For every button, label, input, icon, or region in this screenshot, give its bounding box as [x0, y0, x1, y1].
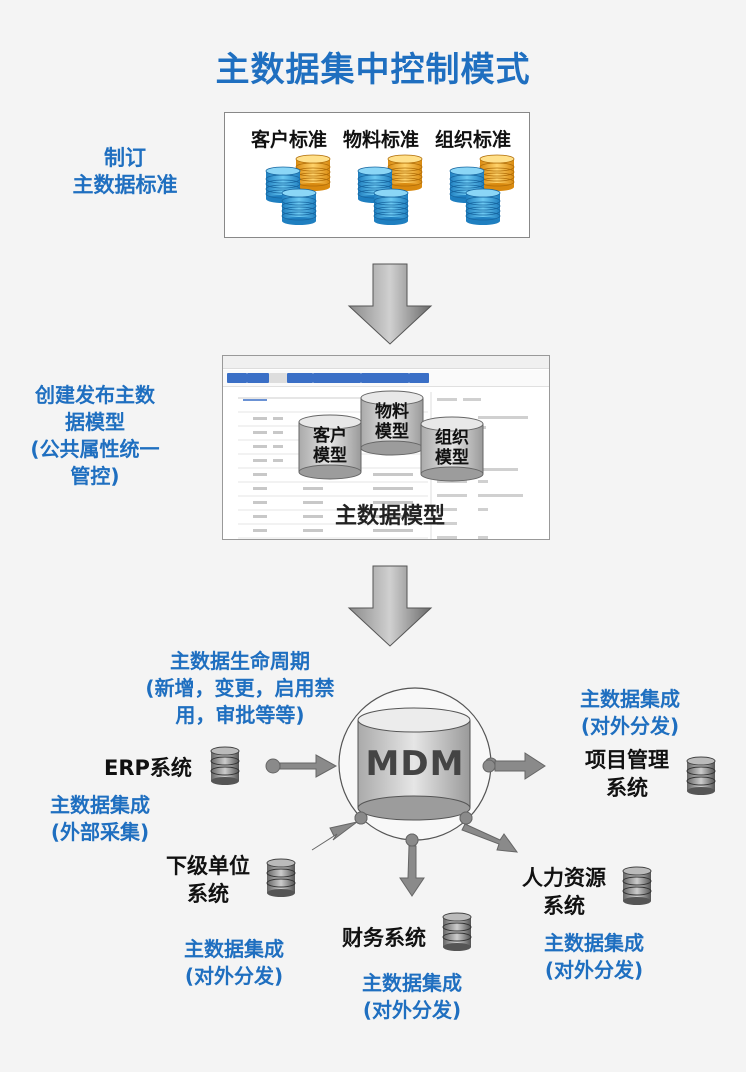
org-standard-label: 组织标准	[434, 129, 511, 151]
project-system-line1: 项目管理	[585, 748, 669, 772]
hr-system-label: 人力资源 系统	[508, 864, 620, 920]
down-arrow-icon	[347, 263, 433, 345]
customer-model-label: 客户 模型	[313, 426, 347, 466]
hr-integration-line2: (对外分发)	[544, 958, 644, 982]
finance-integration-label: 主数据集成 (对外分发)	[342, 970, 482, 1024]
material-model-label: 物料 模型	[375, 402, 409, 442]
material-standard-label: 物料标准	[342, 129, 419, 151]
subunit-integration-line1: 主数据集成	[184, 937, 284, 961]
screenshot-button	[269, 373, 287, 383]
erp-database-icon	[210, 746, 240, 786]
hr-database-icon	[622, 866, 652, 906]
hr-system-line2: 系统	[543, 894, 585, 918]
subunit-system-label: 下级单位 系统	[152, 852, 264, 908]
lifecycle-line2: (新增，变更，启用禁	[145, 676, 335, 700]
lifecycle-label: 主数据生命周期 (新增，变更，启用禁 用，审批等等)	[100, 648, 380, 729]
step1-label-line2: 主数据标准	[72, 173, 178, 197]
step2-label: 创建发布主数 据模型 (公共属性统一 管控)	[10, 382, 180, 490]
page-title: 主数据集中控制模式	[215, 50, 531, 90]
screenshot-button	[409, 373, 429, 383]
finance-database-icon	[442, 912, 472, 952]
step1-label-line1: 制订	[104, 146, 146, 170]
project-database-icon	[686, 756, 716, 796]
step2-label-line3: (公共属性统一	[30, 437, 160, 461]
erp-integration-line2: (外部采集)	[50, 820, 150, 844]
customer-model-cylinder	[298, 414, 362, 480]
hr-integration-label: 主数据集成 (对外分发)	[520, 930, 668, 984]
arrow-to-finance	[399, 845, 425, 897]
arrow-to-subunit	[311, 821, 358, 851]
step2-label-line1: 创建发布主数	[35, 383, 155, 407]
step2-label-line4: 管控)	[70, 464, 120, 488]
lifecycle-line3: 用，审批等等)	[175, 703, 305, 727]
screenshot-tabbar	[223, 356, 549, 369]
erp-integration-line1: 主数据集成	[50, 793, 150, 817]
lifecycle-line1: 主数据生命周期	[170, 649, 310, 673]
screenshot-button	[313, 373, 361, 383]
down-arrow-icon	[347, 565, 433, 647]
finance-system-label: 财务系统	[342, 926, 426, 950]
material-model-cylinder	[360, 390, 424, 456]
customer-standard-label: 客户标准	[250, 129, 327, 151]
project-system-label: 项目管理 系统	[566, 746, 688, 802]
subunit-database-icon	[266, 858, 296, 898]
subunit-system-line2: 系统	[187, 882, 229, 906]
project-integration-line2: (对外分发)	[580, 714, 680, 738]
step2-label-line2: 据模型	[65, 410, 125, 434]
erp-integration-label: 主数据集成 (外部采集)	[20, 792, 180, 846]
project-integration-line1: 主数据集成	[580, 687, 680, 711]
hr-system-line1: 人力资源	[522, 866, 606, 890]
model-screenshot: 客户 模型 物料 模型 组织 模型 主数据模型	[222, 355, 550, 540]
subunit-integration-label: 主数据集成 (对外分发)	[164, 936, 304, 990]
org-model-label: 组织 模型	[435, 428, 469, 468]
finance-integration-line2: (对外分发)	[362, 998, 462, 1022]
project-integration-label: 主数据集成 (对外分发)	[560, 686, 700, 740]
hr-integration-line1: 主数据集成	[544, 931, 644, 955]
finance-integration-line1: 主数据集成	[362, 971, 462, 995]
model-caption: 主数据模型	[335, 504, 446, 529]
erp-system-label: ERP系统	[104, 756, 192, 780]
arrow-to-hr	[461, 823, 519, 853]
screenshot-button	[227, 373, 247, 383]
subunit-integration-line2: (对外分发)	[184, 964, 284, 988]
mdm-label: MDM	[365, 744, 465, 784]
subunit-system-line1: 下级单位	[166, 854, 250, 878]
project-system-line2: 系统	[606, 776, 648, 800]
screenshot-button	[287, 373, 313, 383]
step1-label: 制订 主数据标准	[40, 145, 210, 199]
screenshot-button	[247, 373, 269, 383]
standards-panel: 客户标准 物料标准 组织标准	[224, 112, 530, 238]
arrow-to-project	[494, 752, 546, 780]
org-model-cylinder	[420, 416, 484, 482]
screenshot-button	[361, 373, 409, 383]
